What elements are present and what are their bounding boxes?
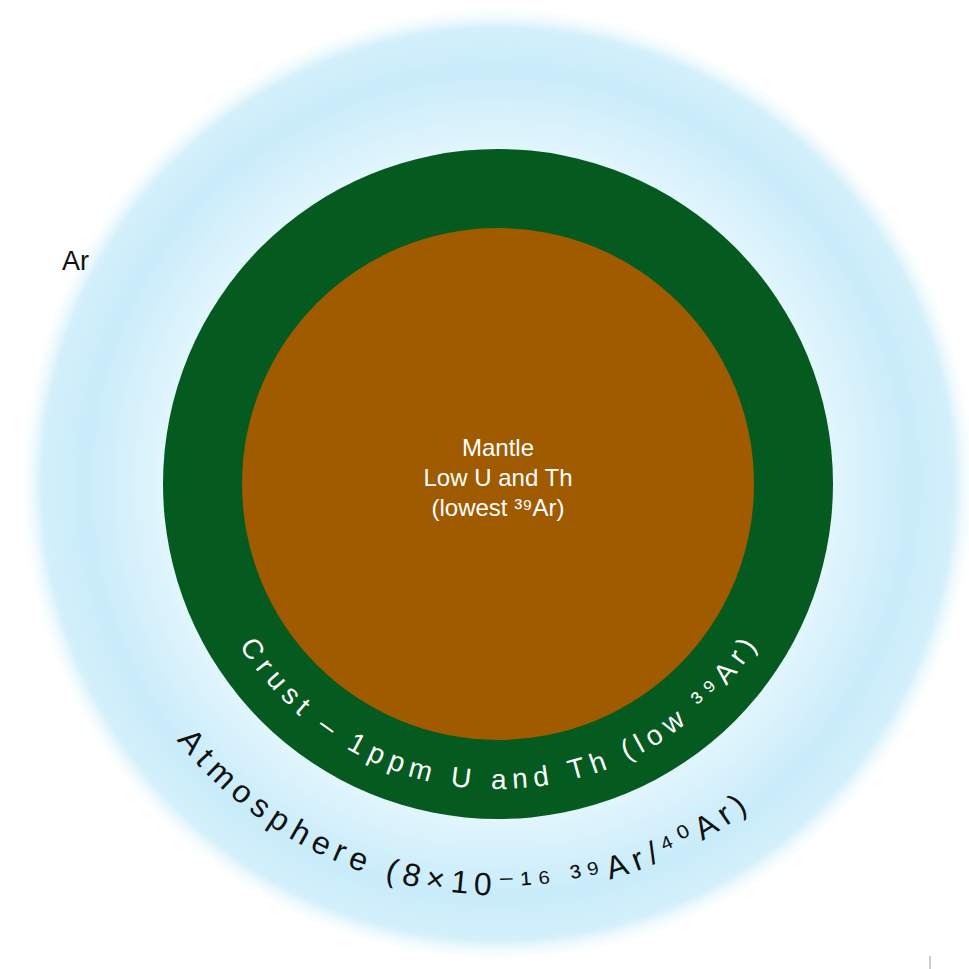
tick-mark [930,956,931,969]
text-glyph: r [724,645,752,669]
text-glyph: r [627,842,648,876]
text-glyph: ( [383,853,402,887]
cropped-label: Ar [62,246,89,277]
text-glyph: ) [732,633,761,656]
text-glyph: U [449,763,473,793]
text-glyph: r [711,798,738,830]
text-glyph: C [235,633,270,665]
text-glyph: T [564,754,588,786]
text-glyph: a [491,766,507,794]
text-glyph: e [345,841,373,877]
text-glyph: – [313,710,342,742]
text-glyph: ⁴ [655,829,681,864]
mantle-disc [242,228,754,740]
text-glyph: ⁹ [697,675,726,703]
text-glyph: × [424,862,447,897]
text-glyph: m [201,753,242,795]
text-glyph: t [291,693,315,719]
text-glyph: h [285,814,316,851]
text-glyph [552,759,565,788]
text-glyph: ( [617,736,638,765]
text-glyph: ⁶ [536,865,553,898]
text-glyph: r [329,835,351,869]
layer-heading: Mantle [462,433,534,463]
text-glyph: m [406,753,436,786]
text-glyph: w [657,705,690,740]
text-glyph [435,760,448,789]
text-glyph: 0 [474,867,493,900]
text-glyph: 1 [449,865,470,899]
text-glyph: p [264,801,296,838]
text-glyph: A [602,847,632,884]
text-glyph: h [585,747,609,779]
text-glyph: r [251,654,279,679]
text-glyph: ³ [568,859,585,892]
text-glyph: u [261,665,292,695]
layer-description: Low U and Th (lowest ³⁹Ar) [409,463,587,523]
text-glyph: 1 [344,728,371,760]
text-glyph [331,722,352,750]
text-glyph: o [226,774,260,810]
crust-ring [163,149,833,819]
atmosphere-circle [18,4,969,964]
text-glyph [302,702,326,729]
text-glyph [554,862,568,895]
text-glyph: d [531,762,550,792]
text-glyph: s [245,789,277,824]
text-glyph: ⁹ [584,855,605,889]
atmosphere-circle: Atmosphere (8×10⁻¹⁶ ³⁹Ar/⁴⁰Ar)Crust – 1p… [18,4,969,964]
mantle-disc: MantleLow U and Th (lowest ³⁹Ar) [242,228,754,740]
text-glyph: t [191,743,220,771]
text-glyph: / [642,836,663,869]
text-glyph: o [640,720,668,752]
text-glyph: p [364,738,390,770]
text-glyph [476,765,485,793]
text-glyph: A [688,807,723,845]
text-glyph [368,849,386,882]
text-glyph: e [306,825,336,862]
text-stack: MantleLow U and Th (lowest ³⁹Ar) [242,228,754,740]
text-glyph: p [384,746,408,778]
text-glyph: 8 [400,857,424,892]
text-glyph: A [172,722,210,759]
text-glyph: ⁻ [498,868,516,900]
text-glyph: ) [724,788,752,820]
text-glyph [677,697,701,723]
text-glyph: s [276,680,306,710]
text-glyph: ⁰ [672,820,698,854]
text-glyph: ¹ [520,867,533,900]
crust-ring: Crust – 1ppm U and Th (low ³⁹Ar)MantleLo… [163,149,833,819]
text-glyph: l [630,730,649,758]
text-glyph: ³ [687,687,713,714]
text-glyph [605,742,623,771]
text-glyph: A [709,657,742,689]
text-glyph: n [511,765,529,794]
